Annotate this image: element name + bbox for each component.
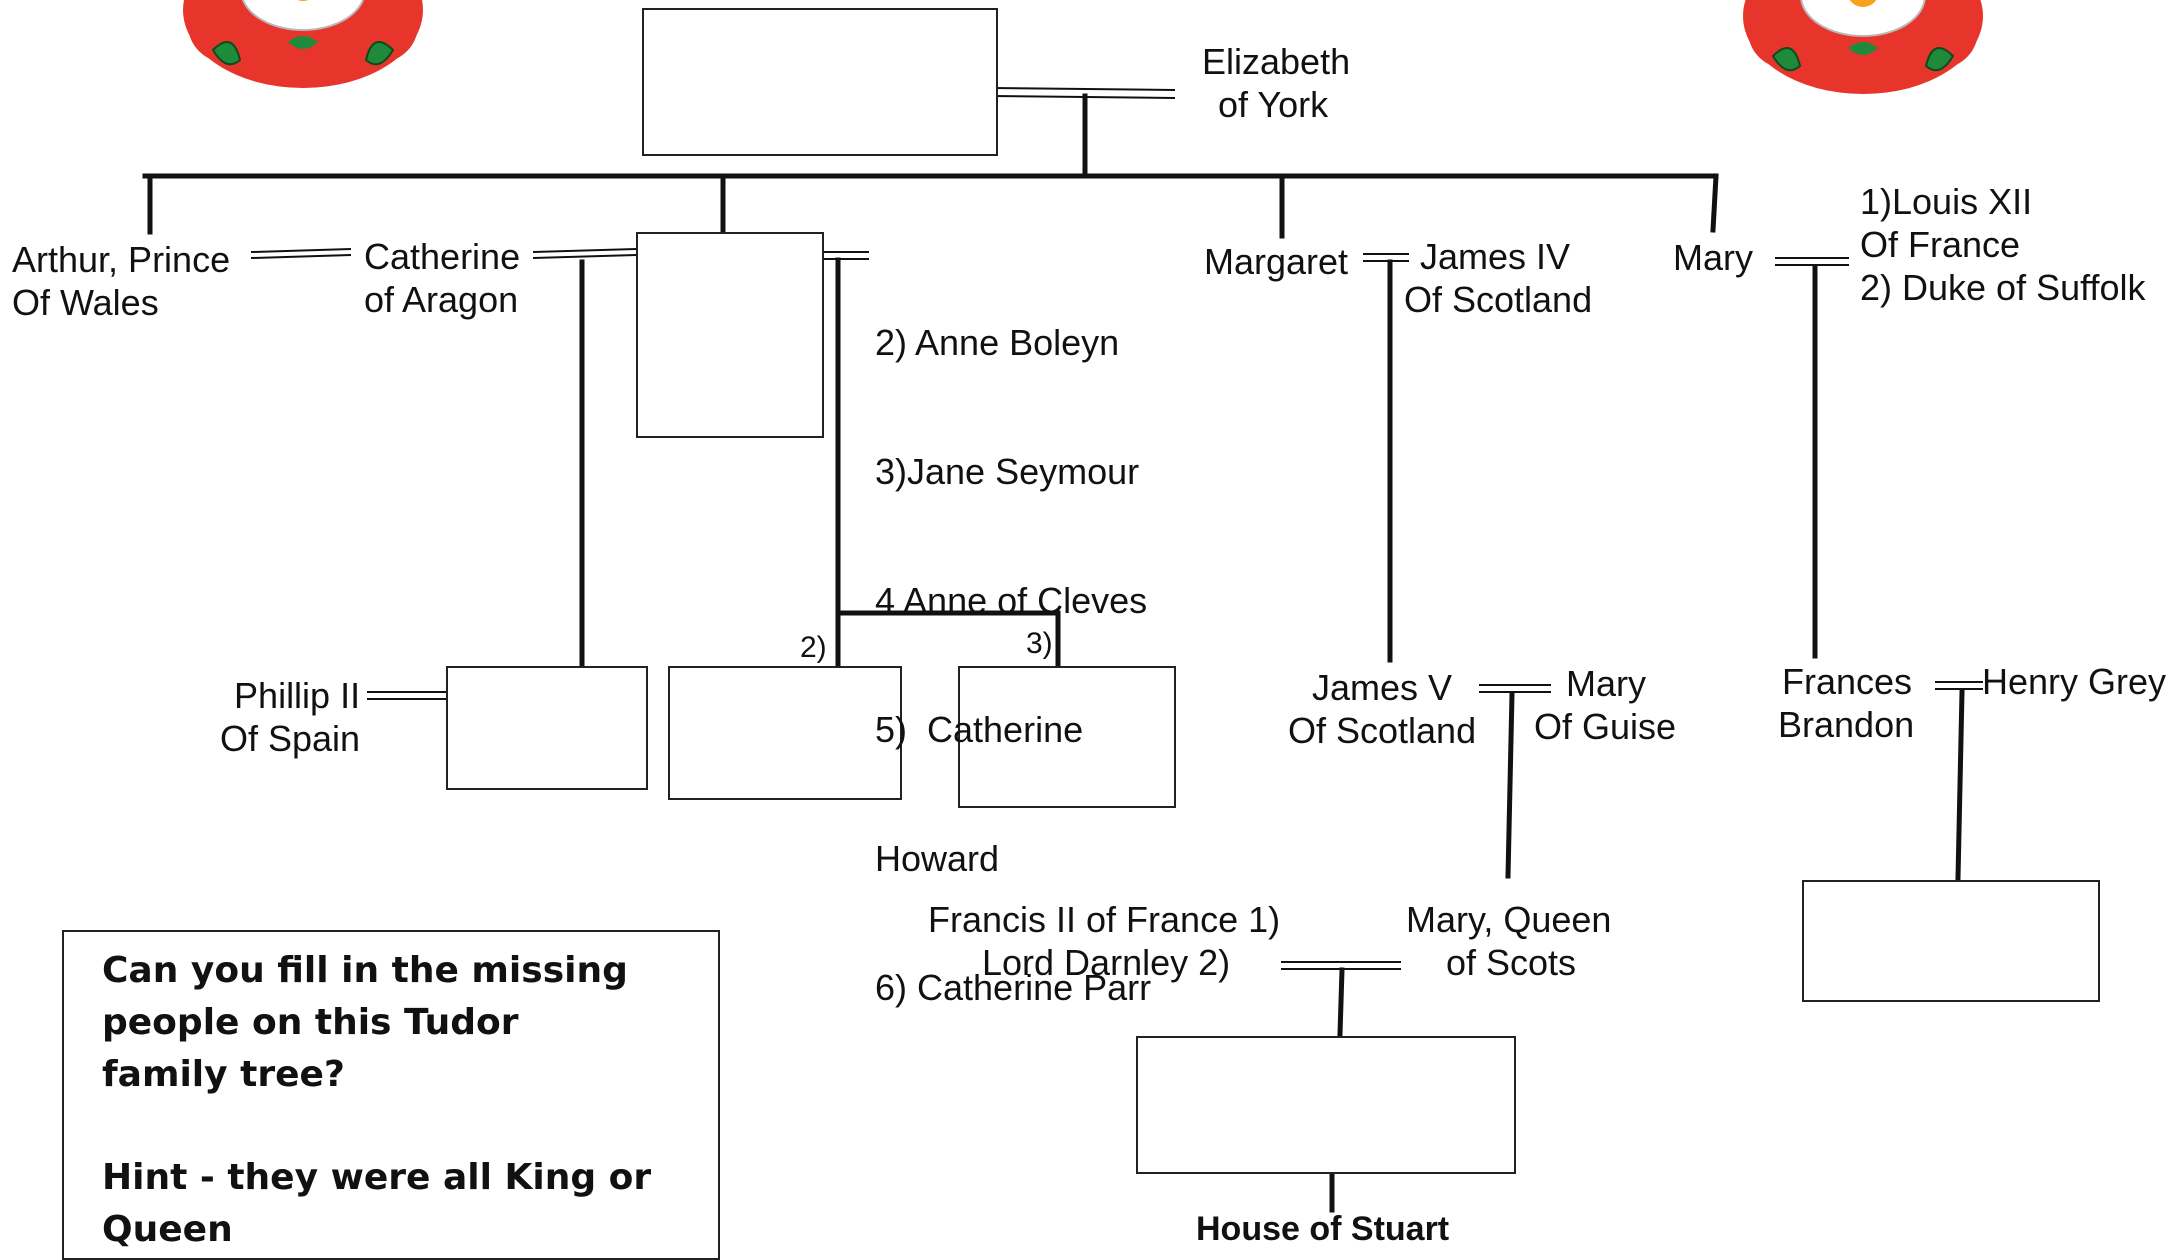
- margaret-label: Margaret: [1204, 241, 1349, 282]
- blank-box-henry-viii[interactable]: [636, 232, 824, 438]
- house-of-stuart-label: House of Stuart: [1196, 1210, 1450, 1248]
- blank-box-elizabeth-i[interactable]: [668, 666, 902, 800]
- tudor-rose-right-icon: [1743, 0, 1983, 94]
- blank-box-henry-vii[interactable]: [642, 8, 998, 156]
- mary-tudor-label: Mary: [1673, 237, 1753, 278]
- henry-grey-label: Henry Grey: [1982, 661, 2167, 702]
- blank-box-lady-jane-grey[interactable]: [1802, 880, 2100, 1002]
- mary-qos-husbands-label: Francis II of France 1)Lord Darnley 2): [928, 899, 1281, 983]
- wife-3-marker: 3): [1026, 627, 1053, 660]
- blank-box-edward-vi[interactable]: [958, 666, 1176, 808]
- wife-2-marker: 2): [800, 631, 827, 664]
- blank-box-mary-i[interactable]: [446, 666, 648, 790]
- tudor-rose-left-icon: [183, 0, 423, 88]
- blank-box-james-i[interactable]: [1136, 1036, 1516, 1174]
- hint-tip: Hint - they were all King or Queen: [102, 1157, 652, 1250]
- henry-wives-list: 2) Anne Boleyn 3)Jane Seymour 4 Anne of …: [875, 322, 1152, 1008]
- hint-question: Can you fill in the missing people on th…: [102, 950, 628, 1095]
